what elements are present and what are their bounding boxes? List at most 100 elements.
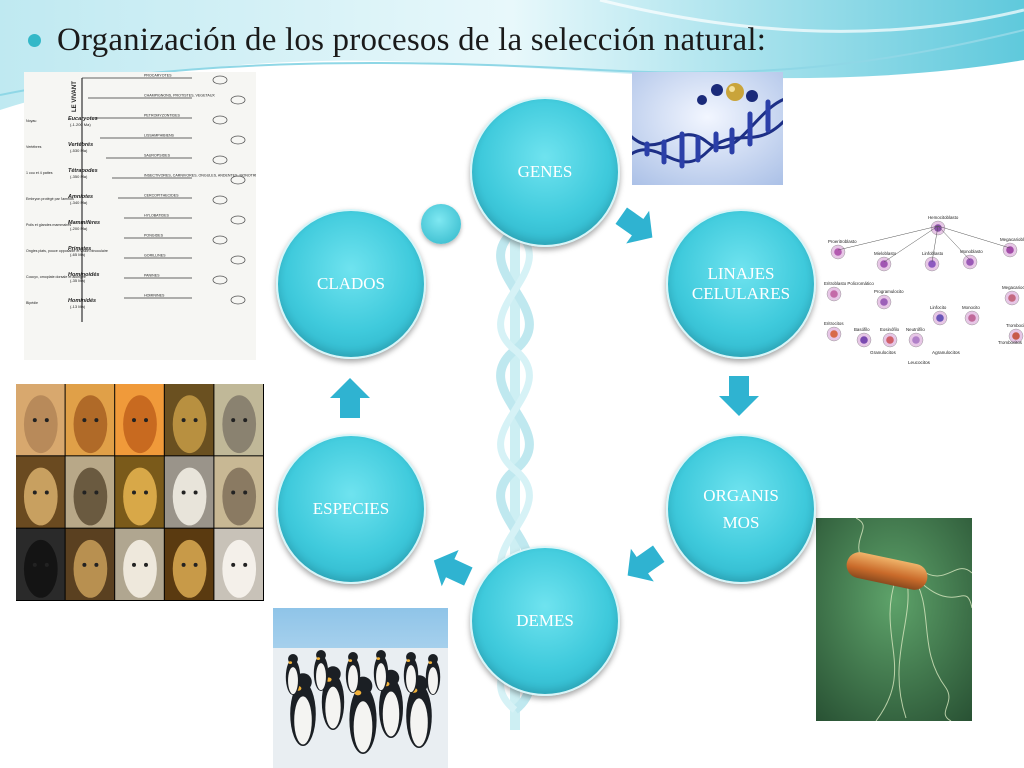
- blood-cell-label: Megacarioblasto: [1000, 237, 1024, 242]
- phylogeny-age-label: (-13 Ma): [70, 304, 86, 309]
- blood-cell: [964, 310, 980, 326]
- phylogeny-clade-label: Tétrapodes: [68, 168, 98, 174]
- dna-helix-image: [632, 72, 783, 185]
- blood-cell-label: Eritrocitos: [824, 321, 844, 326]
- penguin: [285, 654, 301, 695]
- blood-cell: [1004, 290, 1020, 306]
- blood-cell-label: Megacariocito: [1002, 285, 1024, 290]
- node-especies: ESPECIES: [276, 434, 426, 584]
- phylogeny-trait-label: Vertèbres: [26, 145, 42, 149]
- phylogeny-group-label: CERCOPITHECIDES: [144, 194, 179, 198]
- penguin: [345, 652, 361, 693]
- blood-cell: [1008, 328, 1024, 344]
- arrow-especies-to-clados-icon: [330, 378, 370, 418]
- blood-cell: [882, 332, 898, 348]
- connector-dot: [421, 204, 461, 244]
- phylogeny-age-label: (-35 Ma): [70, 278, 86, 283]
- penguin: [373, 650, 389, 691]
- granulocitos-label: Granulocitos: [870, 350, 896, 355]
- node-demes: DEMES: [470, 546, 620, 696]
- agranulocitos-label: Agranulocitos: [932, 350, 961, 355]
- node-organismos-label: ORGANIS MOS: [687, 482, 795, 536]
- node-linajes-line2: CELULARES: [691, 284, 791, 303]
- phylogeny-group-label: INSECTIVORES, CARNIVORES, ONGULES, ANDEN…: [144, 174, 256, 178]
- phylogeny-trait-label: Bipédie: [26, 301, 38, 305]
- feline-photo: [214, 384, 263, 456]
- phylogeny-age-label: (-340 Ma): [70, 200, 88, 205]
- felines-species-grid-image: [16, 384, 264, 601]
- feline-photo: [115, 528, 164, 600]
- node-organismos: ORGANIS MOS: [666, 434, 816, 584]
- arrow-organismos-to-demes-icon: [627, 545, 665, 582]
- blood-cell: [826, 326, 842, 342]
- arrow-linajes-to-organismos-icon: [719, 376, 759, 416]
- blood-cell-label: Trombocitos: [1006, 323, 1024, 328]
- blood-cell: [908, 332, 924, 348]
- feline-photo: [16, 384, 65, 456]
- phylogeny-group-label: SAUROPSIDES: [144, 154, 171, 158]
- arrow-demes-to-especies-icon: [433, 550, 473, 587]
- blood-cell-label: Proeritroblasto: [828, 239, 857, 244]
- blood-cell-label: Linfocito: [930, 305, 947, 310]
- bacterium-image: [816, 518, 972, 721]
- blood-cell: [924, 256, 940, 272]
- phylogeny-group-label: CHAMPIGNONS, PROTISTES, VEGETAUX: [144, 94, 215, 98]
- blood-cell: [962, 254, 978, 270]
- phylogeny-group-label: PANINES: [144, 274, 160, 278]
- blood-cell: [876, 294, 892, 310]
- node-especies-label: ESPECIES: [312, 498, 390, 518]
- blood-cell-label: Eosinófilo: [880, 327, 900, 332]
- phylogeny-clade-label: Eucaryotes: [68, 116, 98, 122]
- phylogeny-group-label: LISSAMPHIBIENS: [144, 134, 175, 138]
- feline-photo: [214, 456, 263, 528]
- node-linajes-line1: LINAJES: [707, 263, 775, 283]
- feline-photo: [65, 528, 115, 600]
- phylogeny-clade-label: Hominidés: [68, 298, 96, 304]
- arrow-genes-to-linajes-icon: [615, 207, 653, 244]
- phylogeny-clade-label: Amniotes: [67, 194, 93, 200]
- phylogeny-age-label: (-65 Ma): [70, 252, 86, 257]
- feline-photo: [115, 384, 164, 456]
- penguin: [425, 654, 441, 695]
- feline-photo: [164, 456, 214, 528]
- feline-photo: [164, 528, 214, 600]
- blood-cell-label: Monocito: [962, 305, 980, 310]
- feline-photo: [16, 528, 65, 600]
- node-organismos-line1: ORGANIS: [703, 485, 779, 505]
- feline-photo: [115, 456, 164, 528]
- header-swoosh: [0, 0, 1024, 110]
- node-clados: CLADOS: [276, 209, 426, 359]
- blood-cell-label: Eritroblasto Policromático: [824, 281, 874, 286]
- feline-photo: [214, 528, 263, 600]
- blood-cell-label: Monoblasto: [960, 249, 983, 254]
- phylogeny-group-label: PONGIDES: [144, 234, 164, 238]
- trombocitos-label: Trombocitos: [998, 340, 1023, 345]
- phylogeny-trait-label: Ongles plats, pouce opposable et vision …: [26, 249, 108, 253]
- penguin: [313, 650, 329, 691]
- feline-photo: [16, 456, 65, 528]
- feline-photo: [65, 456, 115, 528]
- phylogeny-trait-label: 1 cou et 4 pattes: [26, 171, 53, 175]
- phylogeny-age-label: (-350 Ma): [70, 174, 88, 179]
- blood-cell-label: Hemocitoblasto: [928, 215, 959, 220]
- blood-cell-label: Neutrófilo: [906, 327, 925, 332]
- feline-photo: [164, 384, 214, 456]
- blood-cell-label: Programulocito: [874, 289, 904, 294]
- phylogeny-clade-label: Primates: [68, 246, 91, 252]
- node-clados-label: CLADOS: [316, 273, 385, 293]
- phylogeny-clade-label: Hominoidés: [68, 272, 99, 278]
- phylogeny-trait-label: Coccyx, omoplate dorsale et allongée: [26, 275, 86, 279]
- phylogeny-group-label: HYLOBATIDES: [144, 214, 169, 218]
- penguin: [349, 676, 377, 754]
- blood-cell: [930, 220, 946, 236]
- node-demes-label: DEMES: [516, 610, 574, 630]
- node-linajes-label: LINAJES CELULARES: [676, 264, 806, 305]
- blood-cell: [826, 286, 842, 302]
- blood-cell-label: Linfoblasto: [922, 251, 944, 256]
- phylogeny-group-label: PROCARYOTES: [144, 74, 172, 78]
- node-genes-label: GENES: [517, 161, 573, 181]
- blood-cell: [830, 244, 846, 260]
- blood-cell-label: Mieloblasto: [874, 251, 897, 256]
- penguin: [403, 652, 419, 693]
